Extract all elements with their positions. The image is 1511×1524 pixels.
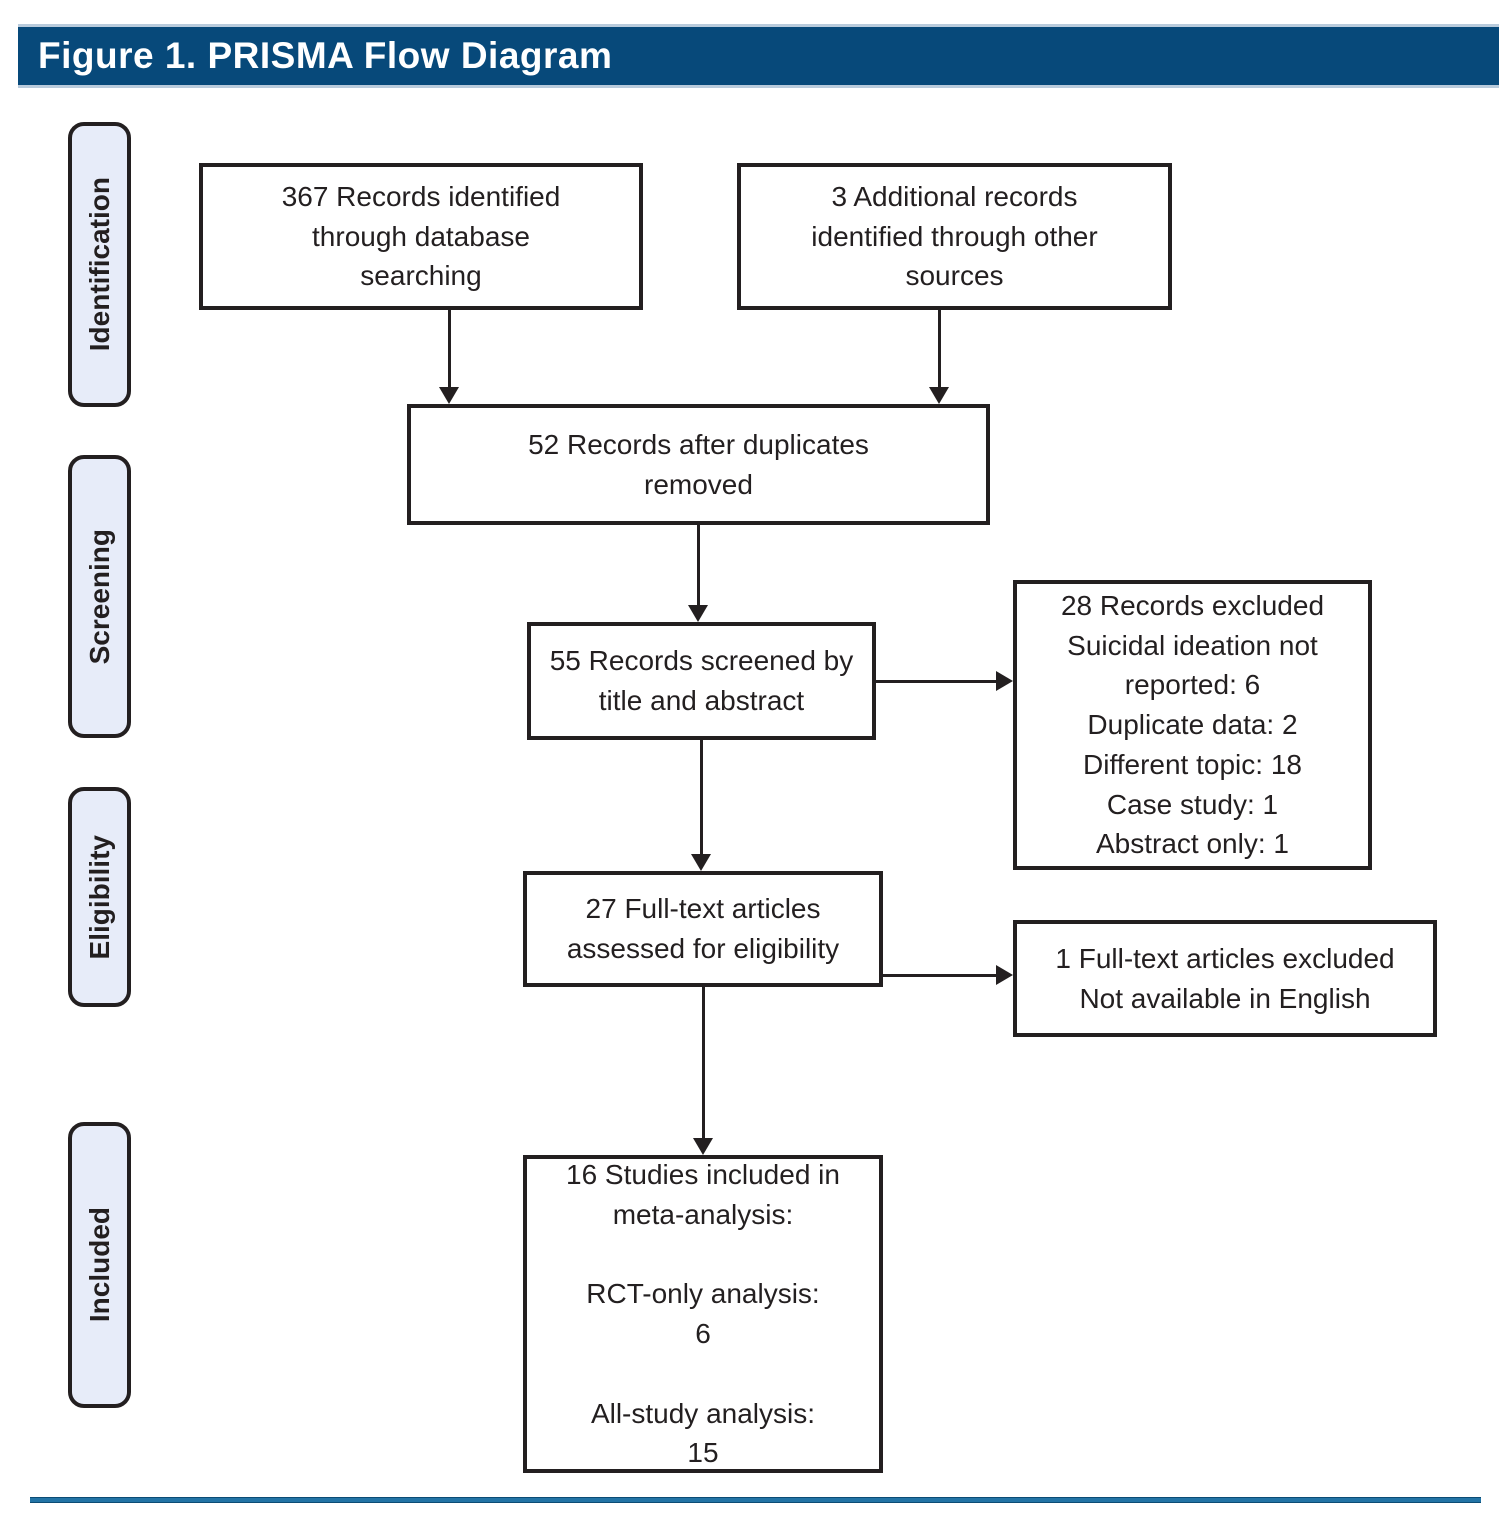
stage-screening-label: Screening bbox=[83, 528, 115, 665]
arrow-screened-to-excluded-line bbox=[876, 680, 997, 683]
arrow-screened-to-fulltext-line bbox=[700, 740, 703, 855]
box-fulltext-excluded: 1 Full-text articles excluded Not availa… bbox=[1013, 920, 1437, 1037]
arrow-dedupe-to-screened-head bbox=[688, 605, 708, 622]
box-studies-included: 16 Studies included in meta-analysis: RC… bbox=[523, 1155, 883, 1473]
stage-screening: Screening bbox=[68, 455, 131, 738]
arrow-fulltext-to-included-line bbox=[702, 987, 705, 1139]
box-records-after-duplicates: 52 Records after duplicates removed bbox=[407, 404, 990, 525]
stage-identification: Identification bbox=[68, 122, 131, 407]
box-additional-records: 3 Additional records identified through … bbox=[737, 163, 1172, 310]
stage-included: Included bbox=[68, 1122, 131, 1408]
bottom-rule bbox=[30, 1497, 1481, 1503]
arrow-identified-to-dedupe-line bbox=[448, 310, 451, 388]
arrow-fulltext-to-excluded-line bbox=[883, 974, 997, 977]
arrow-additional-to-dedupe-line bbox=[938, 310, 941, 388]
arrow-screened-to-excluded-head bbox=[996, 671, 1013, 691]
box-fulltext-assessed: 27 Full-text articles assessed for eligi… bbox=[523, 871, 883, 987]
box-records-excluded: 28 Records excluded Suicidal ideation no… bbox=[1013, 580, 1372, 870]
stage-identification-label: Identification bbox=[83, 177, 115, 352]
stage-eligibility: Eligibility bbox=[68, 787, 131, 1007]
arrow-identified-to-dedupe-head bbox=[439, 387, 459, 404]
arrow-additional-to-dedupe-head bbox=[929, 387, 949, 404]
stage-eligibility-label: Eligibility bbox=[83, 834, 115, 960]
arrow-fulltext-to-excluded-head bbox=[996, 965, 1013, 985]
box-records-identified: 367 Records identified through database … bbox=[199, 163, 643, 310]
arrow-fulltext-to-included-head bbox=[693, 1138, 713, 1155]
arrow-screened-to-fulltext-head bbox=[691, 854, 711, 871]
figure-header-bar: Figure 1. PRISMA Flow Diagram bbox=[18, 24, 1499, 88]
box-records-screened: 55 Records screened by title and abstrac… bbox=[527, 622, 876, 740]
figure-title: Figure 1. PRISMA Flow Diagram bbox=[38, 35, 613, 76]
stage-included-label: Included bbox=[83, 1207, 115, 1323]
arrow-dedupe-to-screened-line bbox=[697, 525, 700, 606]
